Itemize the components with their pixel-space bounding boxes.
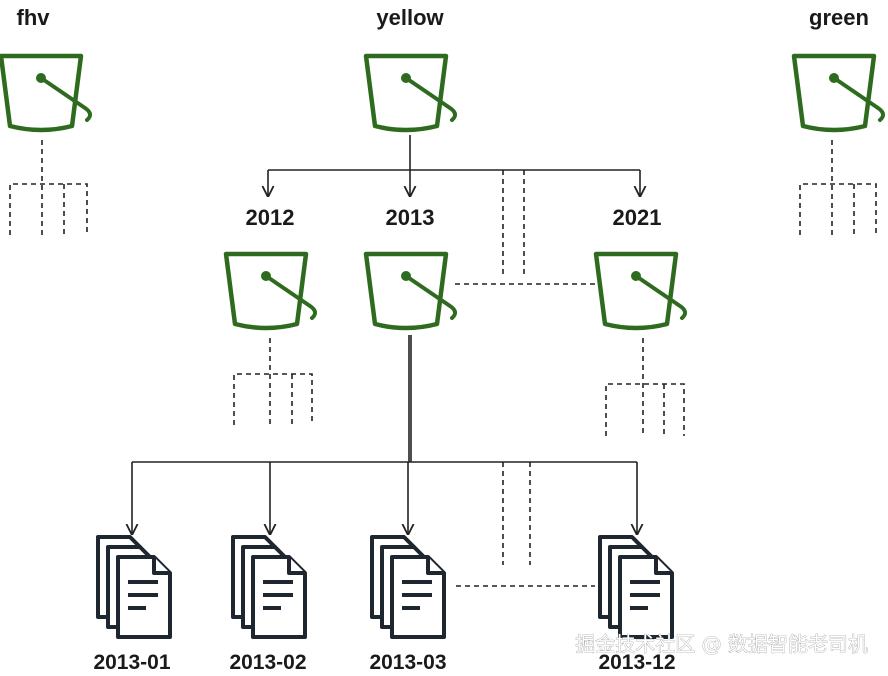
bucket-icon xyxy=(226,254,315,328)
bucket-label: 2013 xyxy=(386,205,435,230)
bucket-label: fhv xyxy=(17,5,51,30)
bucket-icon xyxy=(794,56,883,130)
bucket-label: 2021 xyxy=(613,205,662,230)
bucket-label: 2012 xyxy=(246,205,295,230)
document-icon xyxy=(370,535,446,639)
document-icon xyxy=(231,535,307,639)
file-label: 2013-02 xyxy=(229,651,306,674)
year-bucket-2013: 2013 xyxy=(366,205,455,328)
file-2013-02: 2013-02 xyxy=(229,535,307,674)
file-label: 2013-01 xyxy=(93,651,170,674)
document-icon xyxy=(96,535,172,639)
file-2013-12: 2013-12 xyxy=(598,535,676,674)
root-bucket-fhv: fhv xyxy=(1,5,90,130)
bucket-icon xyxy=(366,56,455,130)
bucket-icon xyxy=(1,56,90,130)
y2012-dashed-children xyxy=(233,338,313,425)
bucket-label: yellow xyxy=(376,5,444,30)
fhv-dashed-children xyxy=(9,140,88,235)
year-bucket-2012: 2012 xyxy=(226,205,315,328)
bucket-label: green xyxy=(809,5,869,30)
bucket-icon xyxy=(366,254,455,328)
connectors xyxy=(9,135,877,587)
root-bucket-yellow: yellow xyxy=(366,5,455,130)
file-label: 2013-12 xyxy=(598,651,675,674)
year-bucket-2021: 2021 xyxy=(596,205,685,328)
yellow-tree-lines xyxy=(268,135,640,285)
green-dashed-children xyxy=(799,140,877,235)
file-2013-01: 2013-01 xyxy=(93,535,172,674)
file-label: 2013-03 xyxy=(369,651,446,674)
bucket-icon xyxy=(596,254,685,328)
root-bucket-green: green xyxy=(794,5,883,130)
y2013-tree-lines xyxy=(132,335,637,587)
y2021-dashed-children xyxy=(605,338,685,436)
file-2013-03: 2013-03 xyxy=(369,535,447,674)
watermark-text: 掘金技术社区 @ 数据智能老司机 xyxy=(575,632,868,656)
document-icon xyxy=(598,535,674,639)
